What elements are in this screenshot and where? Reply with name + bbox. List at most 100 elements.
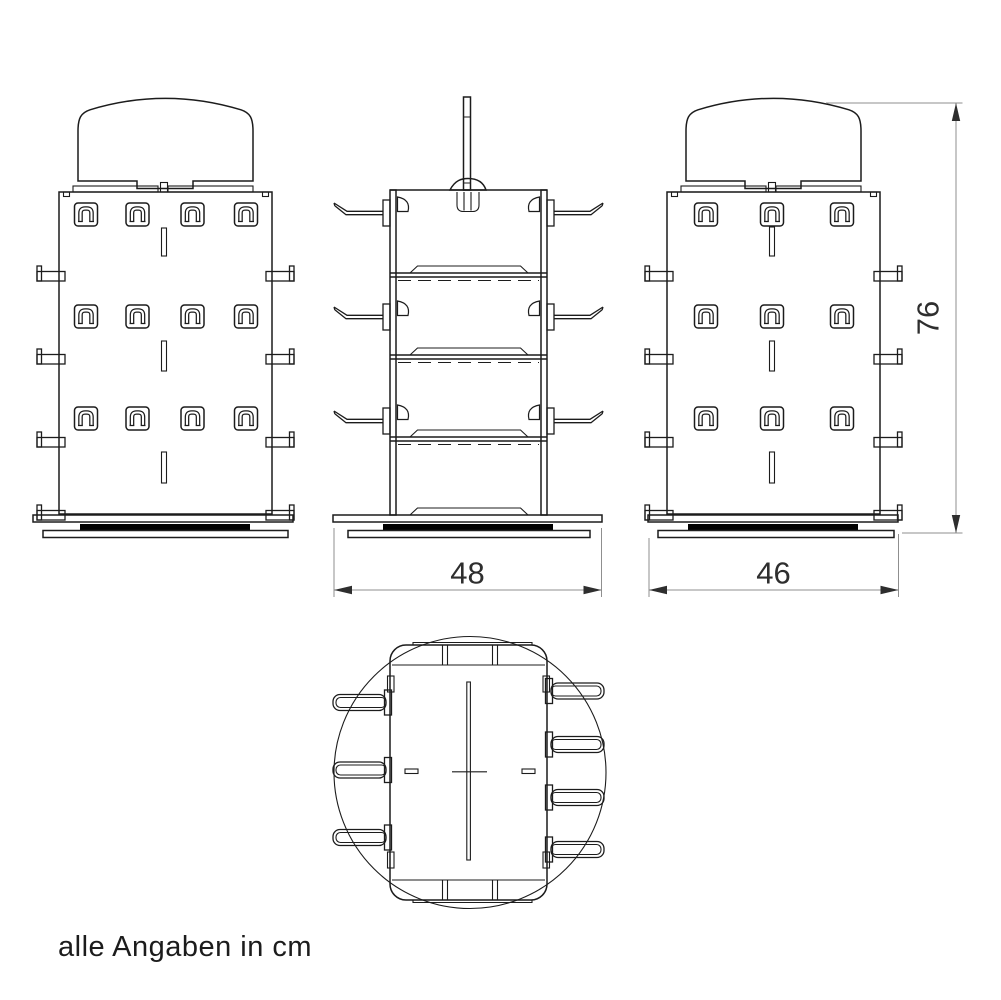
peg-hook-side-icon: [546, 199, 604, 227]
side-view: [332, 96, 604, 539]
peg-hook-front-icon: [181, 305, 204, 328]
peg-hook-top-icon: [544, 731, 605, 758]
peg-hook-front-icon: [126, 305, 149, 328]
pole-tip: [767, 181, 777, 193]
pole-clamp-detail: [463, 192, 472, 211]
pole-dome: [448, 177, 488, 191]
corner-notch: [670, 191, 679, 198]
corner-notch: [261, 191, 270, 198]
edge-slot: [386, 675, 395, 693]
peg-hook-front-icon: [831, 305, 854, 328]
peg-hook-front-icon: [235, 203, 258, 226]
turntable-ring: [80, 524, 250, 531]
peg-hook-side-icon: [333, 199, 391, 227]
base-plate-top: [332, 514, 603, 523]
top-pole: [462, 96, 472, 191]
body-panel: [58, 191, 273, 515]
base-plate-top: [32, 514, 294, 523]
base-plate-bottom: [347, 529, 591, 539]
edge-slot: [542, 675, 551, 693]
panel-slot: [768, 226, 776, 257]
peg-hook-front-icon: [75, 203, 98, 226]
peg-hook-front-icon: [831, 407, 854, 430]
corner-notch: [62, 191, 71, 198]
peg-hook-front-icon: [235, 407, 258, 430]
shelf-tab-icon: [36, 504, 66, 521]
shelf-tab-icon: [873, 348, 903, 365]
front-view: [32, 97, 295, 539]
slot-mark: [404, 768, 419, 775]
shelf-tab-icon: [265, 504, 295, 521]
peg-hook-front-icon: [235, 305, 258, 328]
back-view: [644, 97, 903, 539]
shelf-tab-icon: [873, 265, 903, 282]
base-plate-bottom: [42, 529, 289, 539]
peg-hook-front-icon: [695, 407, 718, 430]
peg-hook-top-icon: [544, 836, 605, 863]
panel-slot: [768, 451, 776, 484]
center-panel-edge: [466, 681, 471, 861]
base-tray: [409, 507, 529, 516]
shelf-tab-icon: [644, 504, 674, 521]
shelf-tab-icon: [36, 348, 66, 365]
rotation-sweep-circle: [333, 635, 607, 910]
shelf-tab-icon: [644, 265, 674, 282]
corner-bracket-icon: [396, 196, 410, 213]
dimension-76-label: 76: [911, 301, 946, 335]
shelf-tab-icon: [644, 348, 674, 365]
shelf-tab-icon: [265, 348, 295, 365]
units-note: alle Angaben in cm: [58, 931, 312, 963]
shelf-tab-icon: [36, 431, 66, 448]
shelf: [390, 429, 547, 446]
peg-hook-top-icon: [544, 784, 605, 811]
extension-line: [333, 528, 602, 597]
dimension-48-label: 48: [450, 556, 484, 591]
peg-hook-front-icon: [761, 407, 784, 430]
header-board: [77, 97, 254, 190]
shelf: [390, 347, 547, 364]
shelf: [390, 265, 547, 282]
corner-bracket-icon: [527, 404, 541, 421]
peg-hook-front-icon: [761, 305, 784, 328]
pole-clamp: [456, 192, 480, 213]
frame-wall-left: [389, 189, 397, 516]
base-plate-top: [647, 514, 899, 523]
peg-hook-front-icon: [831, 203, 854, 226]
turntable-ring: [688, 524, 858, 531]
body-panel: [666, 191, 881, 515]
corner-bracket-icon: [527, 196, 541, 213]
dimension-width-46: 46: [648, 534, 899, 597]
peg-hook-front-icon: [75, 407, 98, 430]
extension-line: [648, 534, 899, 597]
peg-hook-front-icon: [181, 203, 204, 226]
base-board: [389, 644, 548, 901]
peg-hook-front-icon: [126, 203, 149, 226]
edge-slot: [542, 851, 551, 869]
panel-slot: [160, 227, 168, 257]
shelf-tab-icon: [265, 265, 295, 282]
peg-hook-front-icon: [75, 305, 98, 328]
dimension-arrowhead: [649, 585, 667, 595]
edge-slot: [386, 851, 395, 869]
frame-wall-right: [540, 189, 548, 516]
base-plate-bottom: [657, 529, 895, 539]
corner-bracket-icon: [396, 404, 410, 421]
peg-hook-top-icon: [544, 677, 605, 705]
turntable-ring: [383, 524, 553, 531]
shelf-tab-icon: [265, 431, 295, 448]
shelf-tab-icon: [36, 265, 66, 282]
header-board: [685, 97, 862, 190]
peg-hook-side-icon: [333, 303, 391, 331]
corner-bracket-icon: [396, 300, 410, 317]
peg-hook-front-icon: [181, 407, 204, 430]
shelf-tab-icon: [873, 431, 903, 448]
peg-hook-side-icon: [546, 303, 604, 331]
cross-brace-top: [392, 641, 545, 666]
top-view: [332, 635, 607, 910]
dimension-height-76: 76: [826, 102, 963, 534]
dimension-arrowhead: [583, 585, 602, 595]
peg-hook-front-icon: [761, 203, 784, 226]
dimension-width-48: 48: [333, 528, 602, 597]
pole-joint: [463, 116, 471, 184]
